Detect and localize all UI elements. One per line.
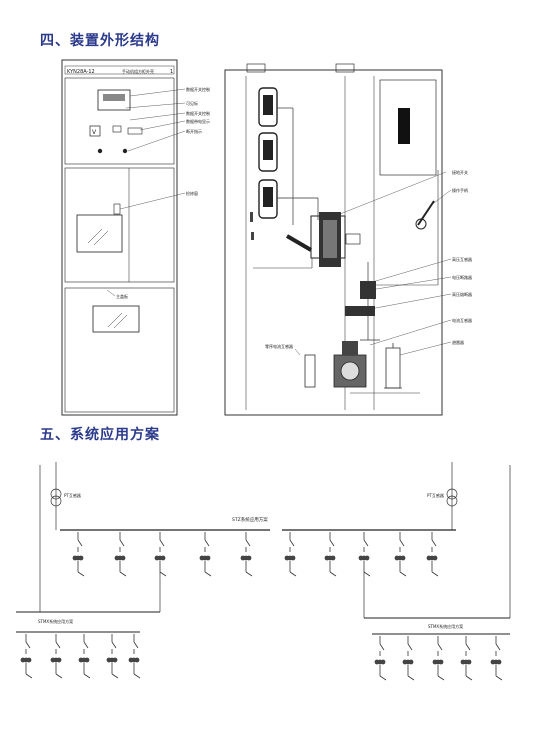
front-panel: KYN28A-12 手动机组方柜外壳 1 V 数据开关控制 (61, 59, 210, 416)
svg-text:电压断路器: 电压断路器 (452, 274, 472, 280)
svg-text:主盖板: 主盖板 (116, 293, 128, 299)
svg-text:电流互感器: 电流互感器 (452, 317, 472, 323)
transformer-symbol (50, 488, 62, 500)
svg-text:高压熔断器: 高压熔断器 (452, 291, 472, 297)
svg-text:PT互感器: PT互感器 (427, 492, 444, 498)
svg-text:V: V (92, 129, 97, 136)
inspection-window (76, 214, 123, 253)
svg-text:STMX系统应用方案: STMX系统应用方案 (428, 623, 463, 629)
svg-text:PT互感器: PT互感器 (64, 492, 81, 498)
section4-heading: 四、装置外形结构 (40, 33, 160, 49)
panel-model: KYN28A-12 (67, 69, 95, 75)
side-section: 接地开关 操作手柄 高压互感器 电压断路器 高压熔断器 电流互感器 零序电流互感… (224, 63, 472, 416)
svg-text:高压互感器: 高压互感器 (452, 256, 472, 262)
indicator-lamp (122, 148, 128, 154)
svg-text:接地开关: 接地开关 (452, 169, 468, 175)
svg-text:操作手柄: 操作手柄 (452, 187, 468, 193)
section5-heading: 五、系统应用方案 (40, 427, 160, 443)
meter (97, 89, 131, 111)
voltmeter (89, 125, 101, 137)
svg-text:零序电流互感器: 零序电流互感器 (265, 343, 293, 349)
svg-text:可见标: 可见标 (186, 100, 198, 106)
panel-subtitle: 手动机组方柜外壳 (122, 68, 154, 74)
panel-index: 1 (170, 69, 173, 75)
svg-text:数据带电显示: 数据带电显示 (186, 118, 210, 124)
single-line-diagram: PT互感器 PT互感器 STZ系统应用方案 STMX系统应用方案 (16, 462, 511, 681)
svg-text:数据开关控制: 数据开关控制 (186, 110, 210, 116)
svg-text:避雷器: 避雷器 (452, 339, 464, 345)
indicator-lamp (97, 148, 103, 154)
svg-text:STZ系统应用方案: STZ系统应用方案 (232, 516, 268, 523)
svg-text:检修窗: 检修窗 (186, 190, 198, 196)
svg-text:数据开关控制: 数据开关控制 (186, 86, 210, 92)
svg-text:STMX系统应用方案: STMX系统应用方案 (38, 618, 73, 624)
svg-text:断开指示: 断开指示 (186, 128, 202, 134)
